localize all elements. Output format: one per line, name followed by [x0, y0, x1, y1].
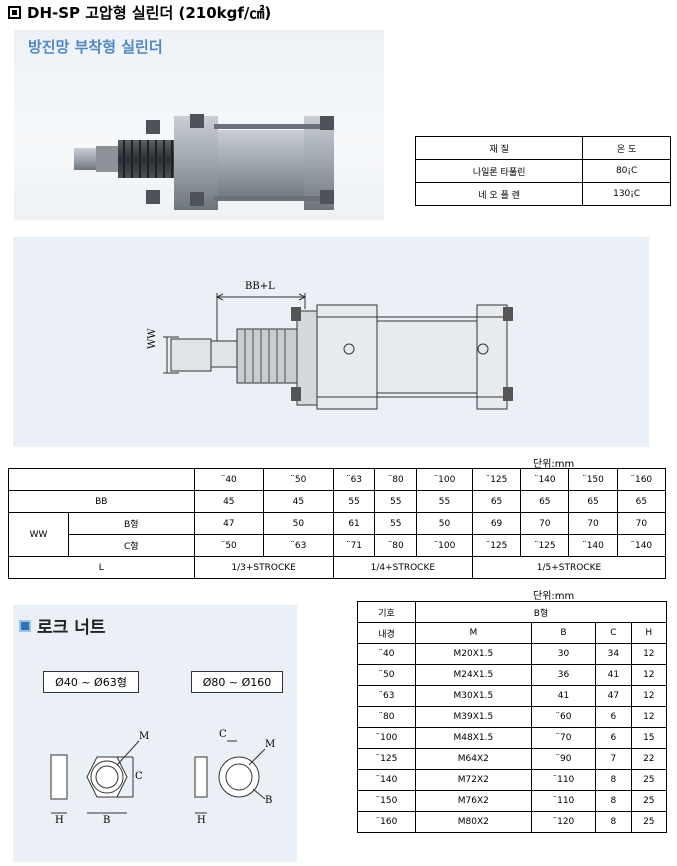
cylinder-drawing-svg: [163, 293, 513, 410]
c-label-2: C: [219, 729, 227, 740]
cylinder-photo-image: [74, 114, 334, 210]
material-table: 재 질 온 도 나일론 타풀린 80¡C 네 오 플 렌 130¡C: [414, 136, 671, 206]
table-row: C형 ¨50 ¨63 ¨71 ¨80 ¨100 ¨125 ¨125 ¨140 ¨…: [9, 534, 667, 557]
table-row: 나일론 타풀린 80¡C: [414, 159, 671, 183]
b-type-label: B형: [68, 512, 195, 535]
h-label-1: H: [55, 815, 64, 826]
unit-label: 단위:mm: [533, 459, 575, 470]
b-label-2: B: [265, 795, 273, 806]
table-row: 네 오 플 렌 130¡C: [414, 182, 671, 206]
table-row: WW B형 47 50 61 55 50 69 70 70 70: [8, 512, 667, 557]
range-label-large: Ø80 ~ Ø160: [191, 671, 283, 693]
photo-subtitle: 방진망 부착형 실린더: [28, 38, 163, 56]
page-title: DH-SP 고압형 실린더 (210kgf/㎠): [8, 2, 271, 22]
b-label-1: B: [103, 815, 111, 826]
table-row: 내경 M B C H: [357, 622, 668, 644]
c-label-1: C: [135, 771, 143, 782]
table-row: ¨40 ¨50 ¨63 ¨80 ¨100 ¨125 ¨140 ¨150 ¨160: [8, 468, 667, 491]
dimension-table: ¨40 ¨50 ¨63 ¨80 ¨100 ¨125 ¨140 ¨150 ¨160…: [8, 468, 667, 579]
bb-dimension-label: BB+L: [245, 281, 275, 292]
ww-row-label: WW: [8, 512, 69, 557]
h-label-2: H: [197, 815, 206, 826]
page-title-text: DH-SP 고압형 실린더 (210kgf/㎠): [27, 3, 272, 22]
lock-nut-svg: [50, 740, 266, 814]
square-bullet-icon: [19, 619, 31, 632]
table-row: 기호 B형: [357, 601, 667, 623]
range-label-small: Ø40 ~ Ø63형: [43, 671, 139, 693]
lock-nut-title: 로크 너트: [19, 613, 105, 638]
unit-label-2: 단위:mm: [533, 591, 575, 602]
m-label-1: M: [139, 731, 150, 742]
l-row-label: L: [8, 556, 195, 579]
material-header: 재 질: [414, 136, 584, 160]
product-photo: 방진망 부착형 실린더: [14, 30, 384, 220]
square-bullet-icon: [8, 5, 21, 19]
symbol-label: 기호: [357, 601, 416, 623]
m-label-2: M: [265, 739, 276, 750]
type-label: B형: [415, 601, 667, 623]
bb-row-label: BB: [8, 490, 195, 513]
cylinder-drawing: BB+L WW: [13, 237, 649, 447]
table-row: L 1/3+STROCKE 1/4+STROCKE 1/5+STROCKE: [8, 556, 667, 579]
ww-dimension-label: WW: [147, 328, 158, 349]
lock-nut-drawing: 로크 너트 Ø40 ~ Ø63형 Ø80 ~ Ø160 M C H B C M …: [13, 605, 297, 862]
c-type-label: C형: [68, 534, 195, 557]
temperature-header: 온 도: [582, 136, 671, 160]
bore-label: 내경: [357, 622, 416, 644]
table-row: BB 45 45 55 55 55 65 65 65 65: [8, 490, 667, 513]
